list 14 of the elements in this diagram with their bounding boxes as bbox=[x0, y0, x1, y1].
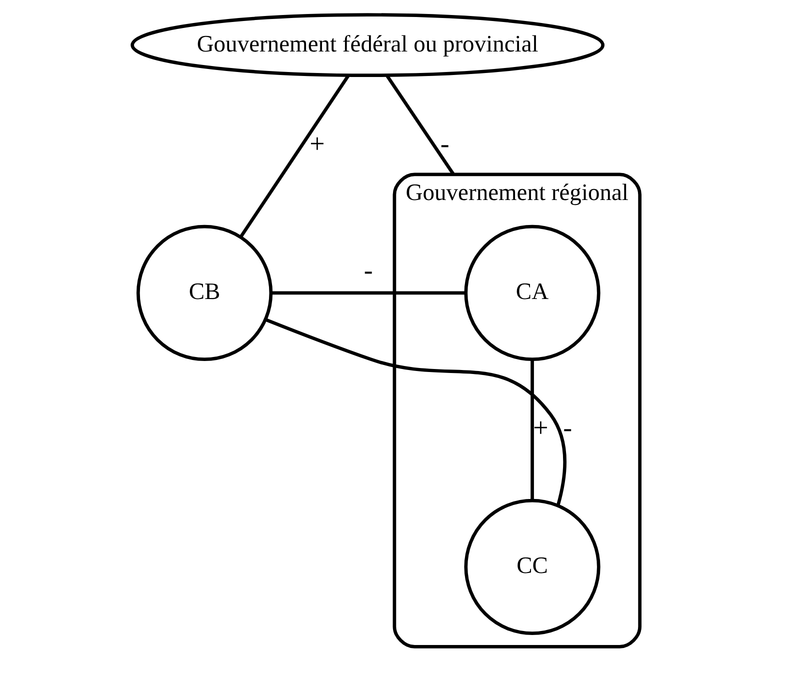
edge-label: - bbox=[563, 412, 572, 442]
node-circle: CA bbox=[464, 224, 600, 362]
node-circle: CC bbox=[464, 498, 600, 635]
connector bbox=[530, 359, 534, 500]
connector bbox=[265, 318, 566, 506]
edge-label: + bbox=[310, 128, 325, 158]
connector bbox=[385, 74, 455, 176]
connector bbox=[239, 74, 350, 238]
node-circle: CB bbox=[136, 224, 273, 362]
edge-label: + bbox=[533, 412, 548, 442]
edge-label: - bbox=[440, 128, 450, 158]
connector bbox=[272, 291, 466, 295]
node-ellipse: Gouvernement fédéral ou provincial bbox=[130, 13, 604, 77]
edge-label: - bbox=[364, 255, 373, 286]
